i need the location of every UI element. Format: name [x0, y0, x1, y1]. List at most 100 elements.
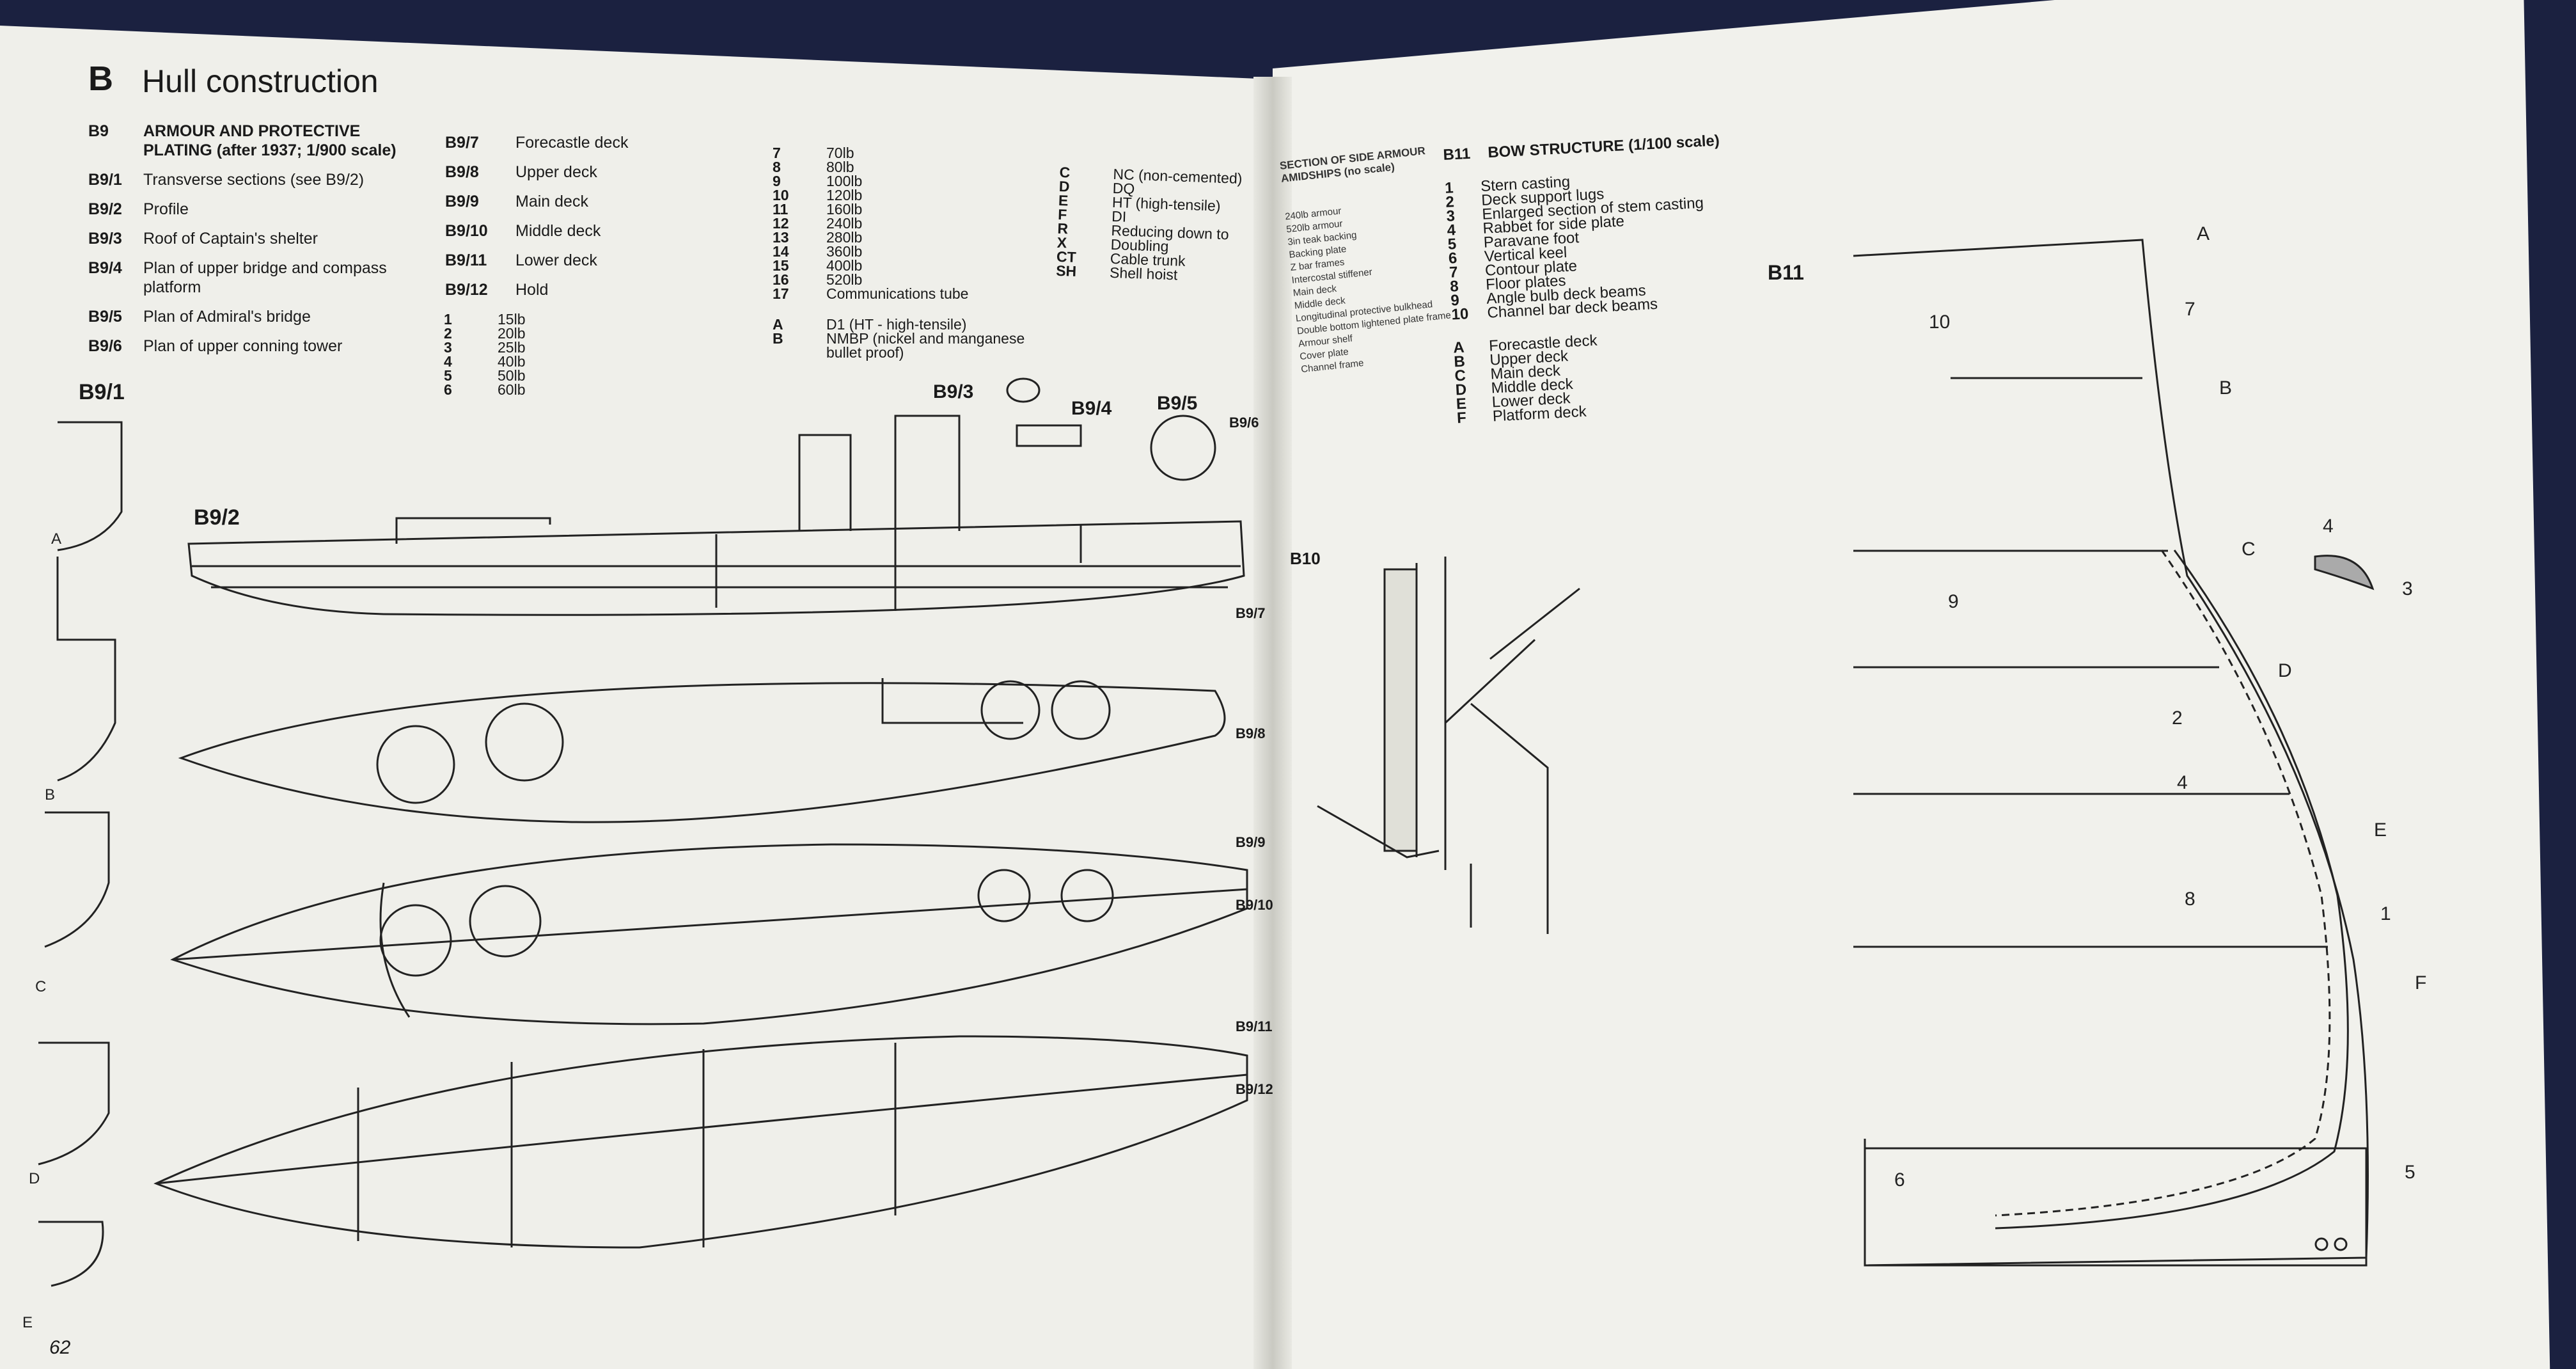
bridge-plans-drawing — [1006, 377, 1216, 481]
item-label: 25lb — [498, 339, 526, 356]
list-item: B9/6 Plan of upper conning tower — [88, 336, 425, 356]
item-key: 1 — [444, 311, 452, 328]
left-page — [0, 26, 1273, 1369]
item-label: Hold — [515, 281, 549, 299]
item-label: 20lb — [498, 325, 526, 342]
item-key: 17 — [773, 285, 789, 302]
fig-b9-8-label: B9/8 — [1236, 725, 1266, 741]
bow-callout-1: 1 — [2380, 903, 2391, 924]
upper-deck-plan — [178, 678, 1226, 823]
bow-callout-2: 2 — [2172, 708, 2183, 729]
item-label: 240lb — [826, 215, 863, 232]
bow-callout-8: 8 — [2185, 889, 2195, 910]
item-key: B9/5 — [88, 308, 122, 326]
transverse-sections-drawing: A B C D E — [22, 421, 123, 1331]
item-key: B9/6 — [88, 337, 122, 355]
item-key: 9 — [773, 173, 781, 189]
item-label: Plan of upper conning tower — [143, 337, 343, 355]
item-label: Upper deck — [515, 163, 597, 181]
list-item: 10 120lb — [773, 187, 968, 203]
item-key: A — [773, 316, 783, 333]
item-label: Profile — [143, 200, 189, 218]
item-key: 10 — [773, 187, 789, 203]
item-label: 40lb — [498, 353, 526, 370]
item-key: 2 — [444, 325, 452, 342]
section-mark-d: D — [29, 1170, 40, 1187]
bow-callout-c: C — [2242, 539, 2256, 560]
item-label: D1 (HT - high-tensile) — [826, 316, 967, 333]
fig-b9-3-label: B9/3 — [933, 381, 974, 402]
item-label: 15lb — [498, 311, 526, 328]
bow-callout-7: 7 — [2185, 299, 2195, 320]
item-label: 120lb — [826, 187, 863, 203]
list-item: 3 25lb — [444, 339, 526, 356]
list-item: B9 ARMOUR AND PROTECTIVE PLATING (after 1… — [88, 122, 425, 160]
item-key: B9 — [88, 122, 109, 140]
fig-b9-2-label: B9/2 — [194, 505, 240, 530]
item-key: B9/4 — [88, 259, 122, 277]
item-key: 8 — [773, 159, 781, 175]
side-armour-section-drawing — [1317, 557, 1580, 934]
item-label: NMBP (nickel and manganese bullet proof) — [826, 330, 1025, 361]
section-mark-e: E — [22, 1314, 33, 1331]
item-key: 7 — [773, 145, 781, 161]
lower-deck-plan — [153, 1035, 1248, 1249]
section-mark-a: A — [51, 530, 61, 548]
item-key: 16 — [773, 271, 789, 288]
item-key: 5 — [444, 367, 452, 384]
item-key: 13 — [773, 229, 789, 246]
list-item: 13 280lb — [773, 229, 968, 246]
item-label: 50lb — [498, 367, 526, 384]
item-label: Plan of upper bridge and compass platfor… — [143, 259, 387, 296]
list-item: 5 50lb — [444, 368, 525, 383]
section-mark-b: B — [45, 786, 55, 803]
list-item: 8 80lb — [773, 159, 968, 175]
item-label: Communications tube — [826, 285, 969, 302]
item-key: 15 — [773, 257, 789, 274]
item-key: B9/11 — [445, 251, 487, 269]
item-label: ARMOUR AND PROTECTIVE PLATING (after 193… — [143, 122, 397, 159]
list-item: 2 20lb — [444, 325, 526, 342]
item-key: 6 — [444, 381, 452, 398]
item-label: Forecastle deck — [515, 134, 629, 152]
item-key: B — [773, 330, 783, 347]
page-number: 62 — [49, 1337, 71, 1358]
item-key: B9/7 — [445, 134, 479, 152]
fig-b9-12-label: B9/12 — [1236, 1081, 1273, 1097]
item-label: 80lb — [826, 159, 854, 175]
main-deck-plan — [170, 843, 1248, 1025]
item-key: B9/3 — [88, 230, 122, 248]
list-item: 17 Communications tube — [773, 287, 968, 301]
fig-b11-label: B11 — [1768, 261, 1804, 284]
list-item: B9/4 Plan of upper bridge and compass pla… — [88, 258, 425, 297]
bow-callout-10: 10 — [1929, 312, 1950, 333]
item-key: B9/10 — [445, 222, 488, 240]
item-label: Roof of Captain's shelter — [143, 230, 318, 248]
item-key: 11 — [773, 201, 789, 218]
bow-callout-6: 6 — [1894, 1169, 1905, 1191]
list-item: 1 15lb — [444, 311, 526, 328]
item-label: Main deck — [515, 193, 588, 210]
list-item: B NMBP (nickel and manganese bullet proof… — [773, 331, 1044, 360]
item-label: 280lb — [826, 229, 863, 246]
item-label: Plan of Admiral's bridge — [143, 308, 311, 326]
item-label: Lower deck — [515, 251, 597, 269]
item-key: 3 — [444, 339, 452, 356]
bow-callout-f: F — [2415, 972, 2426, 993]
list-item: B9/5 Plan of Admiral's bridge — [88, 307, 425, 326]
bow-callout-a: A — [2197, 223, 2210, 244]
item-label: 160lb — [826, 201, 863, 218]
item-key: B9/1 — [88, 171, 122, 189]
figure-list-left: B9 ARMOUR AND PROTECTIVE PLATING (after 1… — [88, 122, 425, 366]
